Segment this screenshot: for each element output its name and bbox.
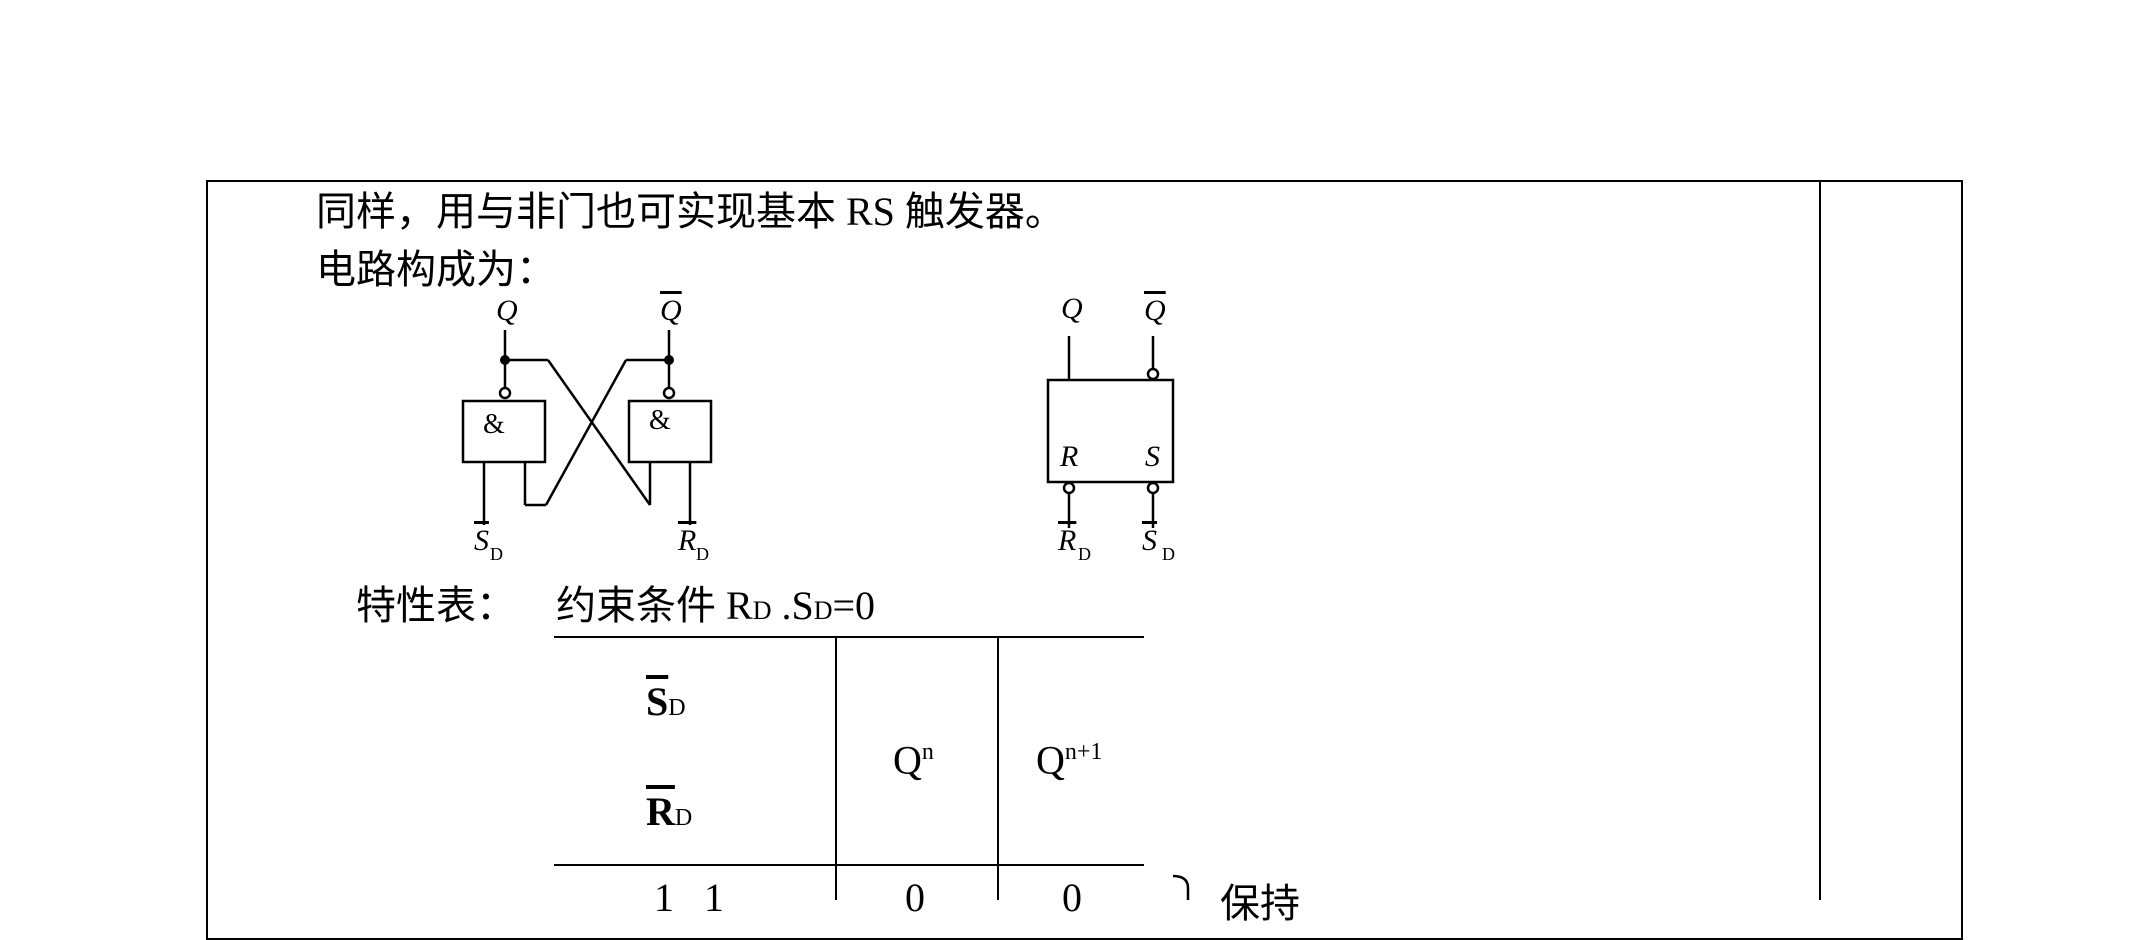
output-q-label: Q xyxy=(496,294,518,327)
circuit-label: 电路构成为： xyxy=(316,247,556,292)
constraint-text: 约束条件 R xyxy=(556,583,753,628)
table-header-rule xyxy=(554,864,1144,866)
input-rd-label: R xyxy=(677,524,696,557)
svg-text:D: D xyxy=(490,544,503,564)
gate-symbol: & xyxy=(483,409,505,440)
row1-inputs: 1 1 xyxy=(654,875,724,920)
header-qn: Qn xyxy=(893,737,934,783)
header-qn1: Qn+1 xyxy=(1036,737,1103,783)
table-col-divider xyxy=(997,636,999,900)
header-sd: SD xyxy=(646,679,686,724)
inverter-bubble xyxy=(498,386,512,400)
inverter-bubble xyxy=(662,386,676,400)
nand-gate-right xyxy=(627,399,713,464)
characteristic-table-label: 特性表：约束条件 RD .SD=0 xyxy=(356,583,876,628)
table-title: 特性表： xyxy=(356,583,516,628)
gate-symbol: & xyxy=(649,405,671,436)
row1-note: 保持 xyxy=(1220,881,1300,926)
ff-pin-s: S xyxy=(1145,440,1160,473)
ff-input-rd-label: R xyxy=(1057,524,1076,557)
row1-qn1: 0 xyxy=(1062,875,1082,920)
nand-gate-left xyxy=(461,399,547,464)
ff-input-sd-label: S xyxy=(1142,524,1157,557)
ff-output-qbar-label: Q xyxy=(1144,294,1166,327)
header-rd: RD xyxy=(646,789,693,834)
table-top-rule xyxy=(554,636,1144,638)
ff-output-q-label: Q xyxy=(1061,292,1083,325)
svg-text:D: D xyxy=(696,544,709,564)
output-qbar-label: Q xyxy=(660,294,682,327)
ff-pin-r: R xyxy=(1059,440,1078,473)
side-column-divider xyxy=(1819,180,1821,900)
row1-qn: 0 xyxy=(905,875,925,920)
rs-flipflop-symbol xyxy=(1046,378,1175,484)
intro-text: 同样，用与非门也可实现基本 RS 触发器。 xyxy=(316,189,1065,234)
svg-text:D: D xyxy=(1162,544,1175,564)
nand-latch-diagram: Q Q S R D D & & Q Q R S R S D D xyxy=(461,292,1190,900)
svg-text:D: D xyxy=(1078,544,1091,564)
input-sd-label: S xyxy=(474,524,489,557)
table-col-divider xyxy=(835,636,837,900)
